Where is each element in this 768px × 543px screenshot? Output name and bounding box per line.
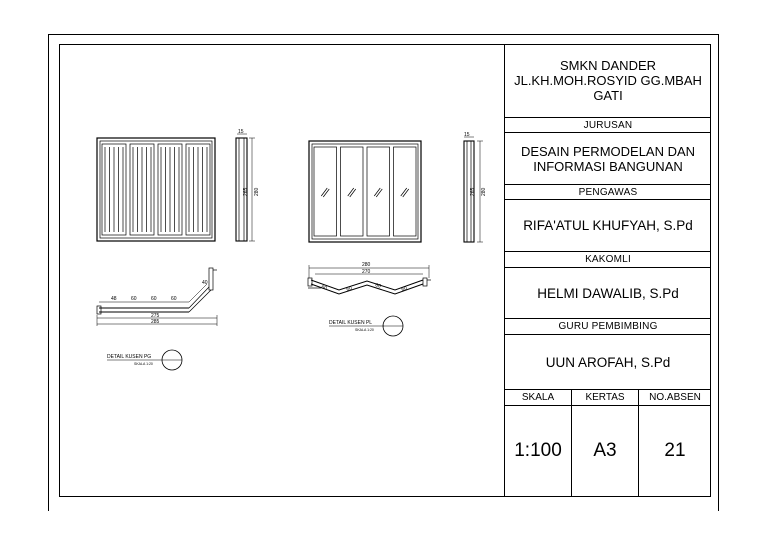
pg-segment-4: 60 — [171, 296, 177, 302]
detail-pl-title: DETAIL KUSEN PL — [329, 320, 372, 326]
glass-glare — [402, 188, 410, 198]
school-address-2: GATI — [593, 88, 623, 103]
pl-segment-3: 60 — [374, 282, 381, 290]
drawing-sheet — [48, 34, 719, 511]
detail-callout-pg: DETAIL KUSEN PG SKALA 1:20 — [107, 349, 183, 371]
dim-top-pg: 15 — [238, 129, 244, 135]
pl-total-2: 270 — [362, 269, 371, 275]
door-panel — [157, 143, 183, 236]
kakomli-value: HELMI DAWALIB, S.Pd — [505, 268, 711, 319]
glass-glare — [320, 187, 328, 197]
pl-segment-1: 60 — [320, 284, 327, 292]
door-elevation-pg — [96, 137, 216, 242]
absen-label: NO.ABSEN — [649, 392, 701, 403]
drawing-area: 15 265 280 15 265 280 48 60 60 60 4 — [59, 44, 504, 497]
glass-glare — [347, 187, 355, 197]
drawing-frame — [59, 44, 711, 497]
pg-total-1: 275 — [151, 313, 160, 319]
jurusan-value-1: DESAIN PERMODELAN DAN — [520, 143, 696, 159]
absen-value: 21 — [664, 440, 686, 461]
glass-glare — [322, 188, 330, 198]
glass-glare — [349, 188, 357, 198]
glass-panel — [313, 146, 337, 237]
info-header-row: SKALA KERTAS NO.ABSEN — [505, 389, 711, 406]
plan-detail-pl: 280 270 60 60 60 60 — [307, 262, 431, 295]
pl-total-1: 280 — [362, 262, 371, 268]
kertas-label: KERTAS — [572, 390, 639, 405]
door-elevation-pl — [308, 140, 422, 243]
jurusan-value-2: INFORMASI BANGUNAN — [533, 158, 683, 174]
kakomli-label: KAKOMLI — [505, 252, 711, 268]
school-address-1: JL.KH.MOH.ROSYID GG.MBAH — [514, 73, 702, 88]
detail-callout-pl: DETAIL KUSEN PL SKALA 1:20 — [329, 315, 404, 337]
door-panel — [101, 143, 127, 236]
kertas-value: A3 — [572, 406, 639, 496]
jurusan-value: DESAIN PERMODELAN DAN INFORMASI BANGUNAN — [505, 133, 711, 185]
glass-panel — [366, 146, 390, 237]
dim-top-pl: 15 — [464, 132, 470, 138]
info-value-row: 1:100 A3 21 — [505, 406, 711, 496]
title-block: SMKN DANDER JL.KH.MOH.ROSYID GG.MBAH GAT… — [504, 44, 711, 497]
glass-panel — [393, 146, 417, 237]
skala-label: SKALA — [505, 390, 572, 405]
side-section-pl: 15 265 280 — [463, 132, 487, 243]
detail-pl-scale: SKALA 1:20 — [355, 328, 374, 332]
dim-height-pg-1: 265 — [243, 187, 249, 196]
detail-pg-title: DETAIL KUSEN PG — [107, 354, 151, 360]
glass-glare — [373, 187, 381, 197]
guru-label: GURU PEMBIMBING — [505, 319, 711, 335]
pengawas-value: RIFA'ATUL KHUFYAH, S.Pd — [505, 200, 711, 252]
school-name: SMKN DANDER — [559, 58, 657, 73]
detail-pg-scale: SKALA 1:20 — [134, 362, 153, 366]
dim-height-pg-2: 280 — [254, 187, 260, 196]
pg-small-dim: 40 — [202, 280, 208, 286]
pg-total-2: 285 — [151, 319, 160, 325]
dim-height-pl-1: 265 — [470, 187, 476, 196]
plan-detail-pg: 48 60 60 60 40 275 285 — [96, 267, 218, 326]
pl-segment-4: 60 — [401, 285, 408, 293]
pg-segment-3: 60 — [151, 296, 157, 302]
dim-height-pl-2: 280 — [481, 187, 487, 196]
glass-panel — [340, 146, 364, 237]
pg-segment-2: 60 — [131, 296, 137, 302]
skala-value: 1:100 — [505, 406, 572, 496]
door-panel — [129, 143, 155, 236]
jurusan-label: JURUSAN — [505, 118, 711, 133]
pl-segment-2: 60 — [346, 285, 353, 293]
door-panel — [185, 143, 211, 236]
glass-glare — [375, 188, 383, 198]
glass-glare — [400, 187, 408, 197]
school-block: SMKN DANDER JL.KH.MOH.ROSYID GG.MBAH GAT… — [505, 44, 711, 118]
pg-segment-1: 48 — [111, 296, 117, 302]
guru-value: UUN AROFAH, S.Pd — [545, 354, 671, 370]
side-section-pg: 15 265 280 — [235, 129, 260, 242]
pengawas-label: PENGAWAS — [505, 185, 711, 200]
